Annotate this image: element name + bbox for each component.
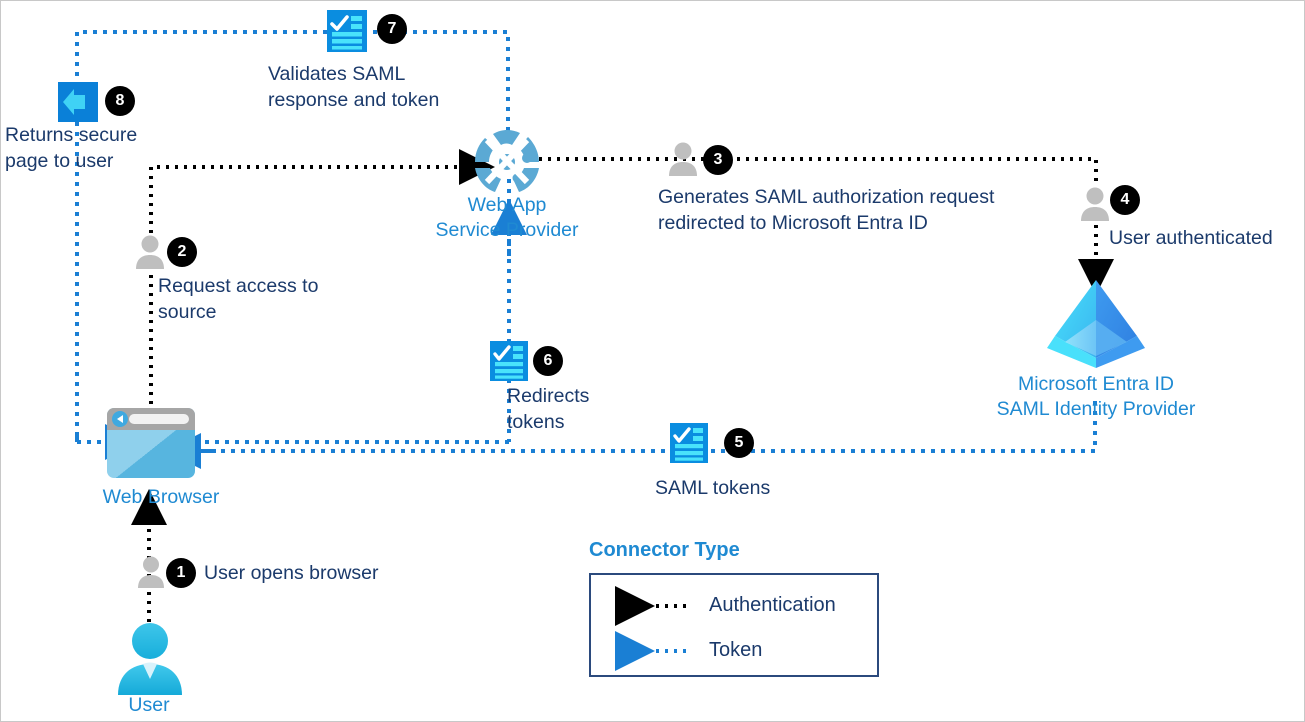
legend-connector-samples (615, 586, 686, 671)
document-checklist-icon (670, 423, 708, 468)
step-badge-6: 6 (533, 346, 563, 376)
node-label-user: User (128, 694, 170, 716)
step-badge-2: 2 (167, 237, 197, 267)
step-label-4: User authenticated (1109, 227, 1273, 249)
node-label-web-app: Web App Service Provider (435, 194, 579, 241)
legend-label-token: Token (709, 639, 763, 661)
return-arrow-icon (58, 82, 98, 127)
entra-id-icon (1045, 278, 1147, 375)
person-icon (668, 142, 698, 181)
legend-label-authentication: Authentication (709, 594, 836, 616)
node-label-entra-id: Microsoft Entra ID SAML Identity Provide… (996, 373, 1196, 420)
person-icon (137, 556, 165, 593)
step-badge-3: 3 (703, 145, 733, 175)
step-label-2: Request access to source (158, 275, 319, 323)
step-badge-8: 8 (105, 86, 135, 116)
step-label-3: Generates SAML authorization request red… (658, 186, 995, 234)
legend-box: Authentication Token (589, 573, 879, 677)
user-avatar-icon (113, 623, 187, 700)
step-label-7: Validates SAML response and token (268, 63, 440, 111)
legend-title: Connector Type (589, 539, 740, 561)
document-checklist-icon (327, 10, 367, 57)
step-badge-1: 1 (166, 558, 196, 588)
step-label-5: SAML tokens (655, 477, 771, 499)
node-label-web-browser: Web Browser (102, 486, 220, 508)
step-badge-7: 7 (377, 14, 407, 44)
step-label-1: User opens browser (204, 562, 379, 584)
person-icon (1080, 187, 1110, 226)
globe-icon (471, 128, 543, 201)
step-badge-5: 5 (724, 428, 754, 458)
auth-connector-3 (539, 157, 1098, 183)
browser-icon (107, 408, 195, 483)
step-label-6: Redirects tokens (507, 385, 590, 433)
document-checklist-icon (490, 341, 528, 386)
step-label-8: Returns secure page to user (5, 124, 138, 172)
step-badge-4: 4 (1110, 185, 1140, 215)
person-icon (135, 235, 165, 274)
